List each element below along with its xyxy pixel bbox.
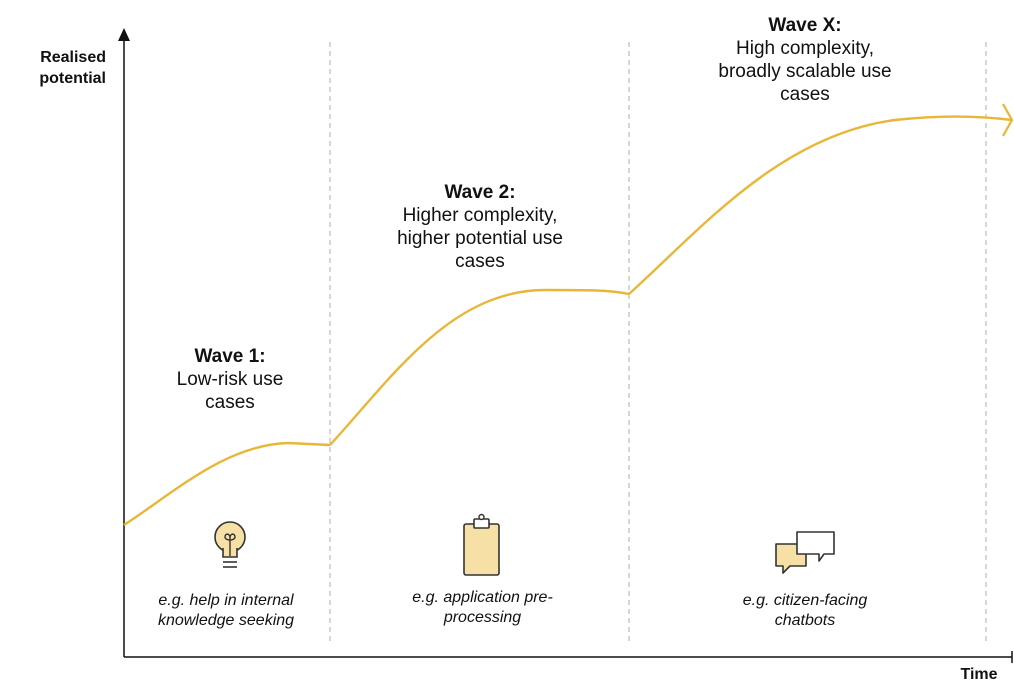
wave-1-example-line1: e.g. help in internal [158,592,294,609]
lightbulb-icon [214,521,246,568]
wave-x-desc-line2: broadly scalable use [718,61,892,82]
y-axis-label-line2: potential [39,70,106,87]
wave-2-example-line2: processing [443,609,522,626]
x-axis-label: Time [960,666,998,683]
wave-2-label: Wave 2: Higher complexity, higher potent… [355,181,605,273]
y-axis-label: Realised potential [4,47,106,89]
clipboard-icon [463,513,500,576]
wave-2-example: e.g. application pre- processing [360,588,605,628]
wave-2-desc-line2: higher potential use [397,228,563,249]
wave-x-title: Wave X: [768,15,842,36]
wave-x-label: Wave X: High complexity, broadly scalabl… [670,14,940,106]
chat-bubbles-icon [775,531,835,574]
wave-x-example-line1: e.g. citizen-facing [742,592,868,609]
wave-2-example-line1: e.g. application pre- [412,589,553,606]
wave-1-desc-line2: cases [205,392,255,413]
wave-2-desc-line1: Higher complexity, [402,205,558,226]
wave-1-title: Wave 1: [194,346,266,367]
wave-x-example: e.g. citizen-facing chatbots [690,591,920,631]
wave-x-desc-line1: High complexity, [736,38,874,59]
wave-x-curve [628,115,1013,295]
wave-1-example-line2: knowledge seeking [157,612,295,629]
wave-1-desc-line1: Low-risk use [176,369,284,390]
wave-x-example-line2: chatbots [774,612,836,629]
wave-1-example: e.g. help in internal knowledge seeking [124,591,328,631]
wave-1-curve [123,441,331,527]
wave-2-desc-line3: cases [455,251,505,272]
curve-arrowhead [1002,103,1014,137]
y-axis-arrowhead [118,28,130,41]
wave-2-curve [329,288,630,446]
wave-1-label: Wave 1: Low-risk use cases [130,345,330,414]
y-axis-label-line1: Realised [40,49,106,66]
wave-2-title: Wave 2: [444,182,516,203]
wave-x-desc-line3: cases [780,84,830,105]
